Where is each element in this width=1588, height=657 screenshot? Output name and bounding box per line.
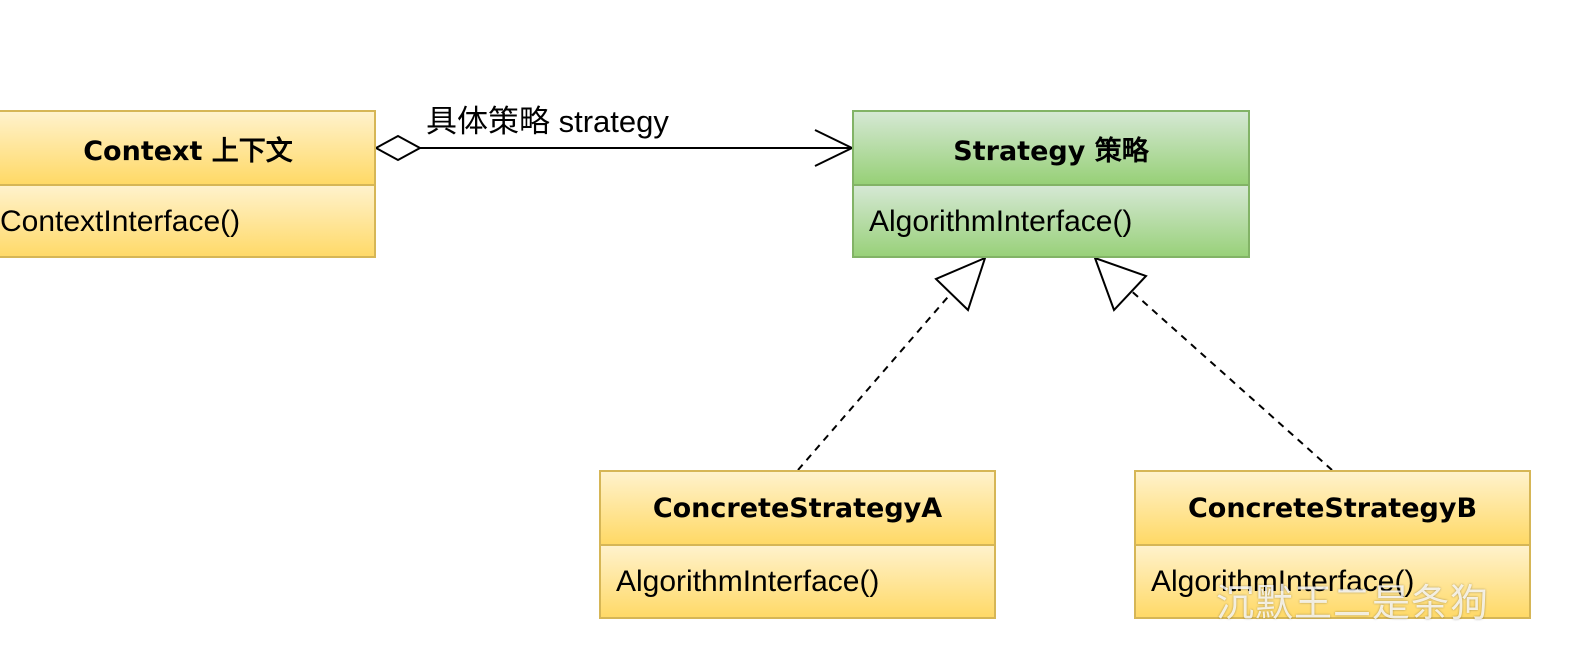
context-class-title: Context 上下文 xyxy=(0,112,374,186)
aggregation-diamond xyxy=(373,134,423,162)
realization-line-b xyxy=(1127,287,1333,471)
strategy-class-method: AlgorithmInterface() xyxy=(854,186,1248,256)
strategy-class[interactable]: Strategy 策略 AlgorithmInterface() xyxy=(852,110,1250,258)
concrete-strategy-b-method: AlgorithmInterface() xyxy=(1136,546,1529,617)
concrete-strategy-a-title: ConcreteStrategyA xyxy=(601,472,994,546)
context-class-method: ContextInterface() xyxy=(0,186,374,256)
concrete-strategy-a-class[interactable]: ConcreteStrategyA AlgorithmInterface() xyxy=(599,470,996,619)
concrete-strategy-b-title: ConcreteStrategyB xyxy=(1136,472,1529,546)
watermark-text: 沉默王二是条狗 xyxy=(1216,581,1490,625)
concrete-strategy-b-class[interactable]: ConcreteStrategyB AlgorithmInterface() xyxy=(1134,470,1531,619)
realization-line-a xyxy=(797,282,961,471)
aggregation-label: 具体策略 strategy xyxy=(426,104,669,139)
context-class[interactable]: Context 上下文 ContextInterface() xyxy=(0,110,376,258)
realization-triangle-a xyxy=(934,256,987,312)
strategy-class-title: Strategy 策略 xyxy=(854,112,1248,186)
concrete-strategy-a-method: AlgorithmInterface() xyxy=(601,546,994,617)
realization-triangle-b xyxy=(1093,256,1148,312)
